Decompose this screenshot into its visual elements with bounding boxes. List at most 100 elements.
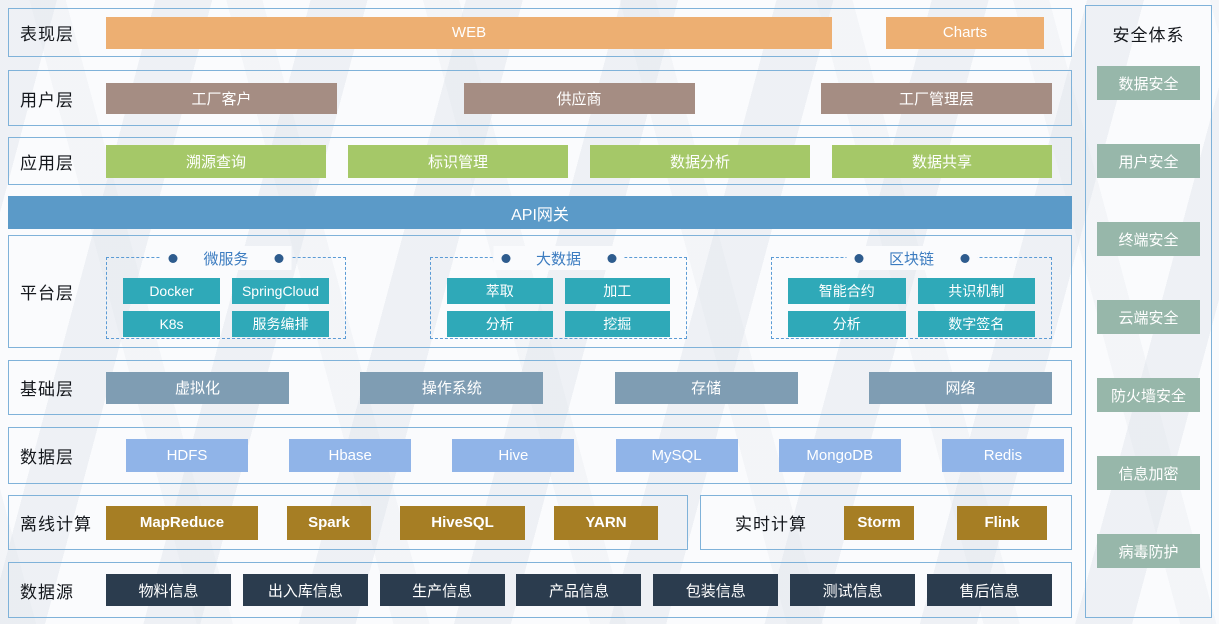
node-hivesql: HiveSQL bbox=[400, 505, 525, 540]
node-testing-info: 测试信息 bbox=[790, 574, 916, 606]
layer-application-label: 应用层 bbox=[20, 153, 74, 173]
node-mapreduce: MapReduce bbox=[106, 505, 258, 540]
bullet-icon bbox=[500, 253, 510, 263]
node-operating-system: 操作系统 bbox=[360, 371, 544, 404]
layer-presentation-content: WEB Charts bbox=[106, 16, 1071, 49]
api-gateway-bar: API网关 bbox=[8, 196, 1072, 229]
layer-compute: 离线计算 MapReduce Spark HiveSQL YARN 实时计算 S… bbox=[8, 495, 1072, 550]
node-consensus: 共识机制 bbox=[917, 278, 1035, 304]
layer-infrastructure: 基础层 虚拟化 操作系统 存储 网络 bbox=[8, 360, 1072, 415]
layer-users: 用户层 工厂客户 供应商 工厂管理层 bbox=[8, 70, 1072, 126]
node-virtualization: 虚拟化 bbox=[106, 371, 289, 404]
group-title: 微服务 bbox=[203, 250, 249, 268]
group-header: 区块链 bbox=[845, 246, 978, 270]
node-product-info: 产品信息 bbox=[516, 574, 642, 606]
node-charts: Charts bbox=[886, 16, 1044, 49]
layer-users-content: 工厂客户 供应商 工厂管理层 bbox=[106, 82, 1071, 114]
node-production-info: 生产信息 bbox=[379, 574, 505, 606]
node-cloud-security: 云端安全 bbox=[1097, 300, 1200, 334]
realtime-compute-label: 实时计算 bbox=[735, 515, 807, 534]
bullet-icon bbox=[274, 253, 284, 263]
layer-users-label: 用户层 bbox=[20, 90, 74, 110]
node-packaging-info: 包装信息 bbox=[653, 574, 779, 606]
node-k8s: K8s bbox=[123, 311, 220, 337]
bullet-icon bbox=[607, 253, 617, 263]
layer-platform-label: 平台层 bbox=[20, 284, 74, 303]
node-extraction: 萃取 bbox=[447, 278, 553, 304]
node-data-analysis: 数据分析 bbox=[590, 144, 810, 178]
layer-datasource: 数据源 物料信息 出入库信息 生产信息 产品信息 包装信息 测试信息 售后信息 bbox=[8, 562, 1072, 618]
node-virus-protection: 病毒防护 bbox=[1097, 534, 1200, 568]
node-docker: Docker bbox=[123, 278, 220, 304]
layer-data-content: HDFS Hbase Hive MySQL MongoDB Redis bbox=[106, 439, 1071, 472]
group-grid: 萃取 加工 分析 挖掘 bbox=[431, 278, 686, 337]
group-title: 大数据 bbox=[535, 250, 582, 268]
layer-data-label: 数据层 bbox=[20, 448, 74, 467]
node-redis: Redis bbox=[941, 439, 1064, 472]
layer-platform-content: 微服务 Docker SpringCloud K8s 服务编排 大数据 bbox=[106, 236, 1071, 347]
node-factory-customer: 工厂客户 bbox=[106, 82, 337, 114]
realtime-compute-panel: 实时计算 Storm Flink bbox=[700, 495, 1072, 550]
group-header: 微服务 bbox=[160, 246, 292, 270]
node-hive: Hive bbox=[452, 439, 575, 472]
node-material-info: 物料信息 bbox=[106, 574, 231, 606]
node-smart-contract: 智能合约 bbox=[788, 278, 906, 304]
layer-presentation-label: 表现层 bbox=[20, 25, 74, 44]
node-digital-signature: 数字签名 bbox=[917, 311, 1035, 337]
layer-application-content: 溯源查询 标识管理 数据分析 数据共享 bbox=[106, 144, 1071, 178]
node-terminal-security: 终端安全 bbox=[1097, 222, 1200, 256]
node-storm: Storm bbox=[844, 505, 914, 540]
security-sidebar: 安全体系 数据安全 用户安全 终端安全 云端安全 防火墙安全 信息加密 病毒防护 bbox=[1085, 5, 1212, 618]
platform-group-blockchain: 区块链 智能合约 共识机制 分析 数字签名 bbox=[771, 246, 1052, 339]
node-info-encryption: 信息加密 bbox=[1097, 456, 1200, 490]
node-supplier: 供应商 bbox=[463, 82, 695, 114]
node-network: 网络 bbox=[868, 371, 1052, 404]
node-processing: 加工 bbox=[564, 278, 670, 304]
node-flink: Flink bbox=[957, 505, 1047, 540]
layer-infrastructure-content: 虚拟化 操作系统 存储 网络 bbox=[106, 371, 1071, 404]
bullet-icon bbox=[853, 253, 863, 263]
node-data-sharing: 数据共享 bbox=[832, 144, 1052, 178]
node-web: WEB bbox=[106, 16, 832, 49]
node-storage: 存储 bbox=[614, 371, 798, 404]
layer-data: 数据层 HDFS Hbase Hive MySQL MongoDB Redis bbox=[8, 427, 1072, 484]
node-hbase: Hbase bbox=[289, 439, 412, 472]
node-service-orchestration: 服务编排 bbox=[232, 311, 329, 337]
node-aftersales-info: 售后信息 bbox=[926, 574, 1052, 606]
offline-compute-label: 离线计算 bbox=[20, 515, 92, 534]
layer-application: 应用层 溯源查询 标识管理 数据分析 数据共享 bbox=[8, 137, 1072, 185]
node-analysis: 分析 bbox=[447, 311, 553, 337]
node-mysql: MySQL bbox=[615, 439, 738, 472]
layer-stack: 表现层 WEB Charts 用户层 工厂客户 供应商 工厂管理层 应用层 溯源… bbox=[8, 8, 1072, 618]
node-mining: 挖掘 bbox=[564, 311, 670, 337]
node-factory-management: 工厂管理层 bbox=[821, 82, 1052, 114]
node-yarn: YARN bbox=[554, 505, 658, 540]
group-header: 大数据 bbox=[492, 246, 625, 270]
offline-compute-content: MapReduce Spark HiveSQL YARN bbox=[106, 505, 687, 540]
node-mongodb: MongoDB bbox=[778, 439, 901, 472]
platform-group-bigdata: 大数据 萃取 加工 分析 挖掘 bbox=[430, 246, 687, 339]
node-spark: Spark bbox=[287, 505, 371, 540]
node-user-security: 用户安全 bbox=[1097, 144, 1200, 178]
layer-infrastructure-label: 基础层 bbox=[20, 380, 74, 399]
node-data-security: 数据安全 bbox=[1097, 66, 1200, 100]
layer-datasource-content: 物料信息 出入库信息 生产信息 产品信息 包装信息 测试信息 售后信息 bbox=[106, 574, 1071, 606]
bullet-icon bbox=[168, 253, 178, 263]
layer-platform: 平台层 微服务 Docker SpringCloud K8s 服务编排 bbox=[8, 235, 1072, 348]
offline-compute-panel: 离线计算 MapReduce Spark HiveSQL YARN bbox=[8, 495, 688, 550]
node-id-management: 标识管理 bbox=[348, 144, 568, 178]
node-inout-warehouse-info: 出入库信息 bbox=[242, 574, 368, 606]
group-grid: 智能合约 共识机制 分析 数字签名 bbox=[772, 278, 1051, 337]
group-title: 区块链 bbox=[888, 250, 935, 268]
group-grid: Docker SpringCloud K8s 服务编排 bbox=[107, 278, 345, 337]
node-trace-query: 溯源查询 bbox=[106, 144, 326, 178]
node-springcloud: SpringCloud bbox=[232, 278, 329, 304]
security-title: 安全体系 bbox=[1112, 26, 1185, 45]
layer-datasource-label: 数据源 bbox=[20, 582, 74, 602]
node-chain-analysis: 分析 bbox=[788, 311, 906, 337]
node-firewall-security: 防火墙安全 bbox=[1097, 378, 1200, 412]
node-hdfs: HDFS bbox=[126, 439, 248, 472]
layer-presentation: 表现层 WEB Charts bbox=[8, 8, 1072, 57]
platform-group-microservices: 微服务 Docker SpringCloud K8s 服务编排 bbox=[106, 246, 346, 339]
bullet-icon bbox=[960, 253, 970, 263]
